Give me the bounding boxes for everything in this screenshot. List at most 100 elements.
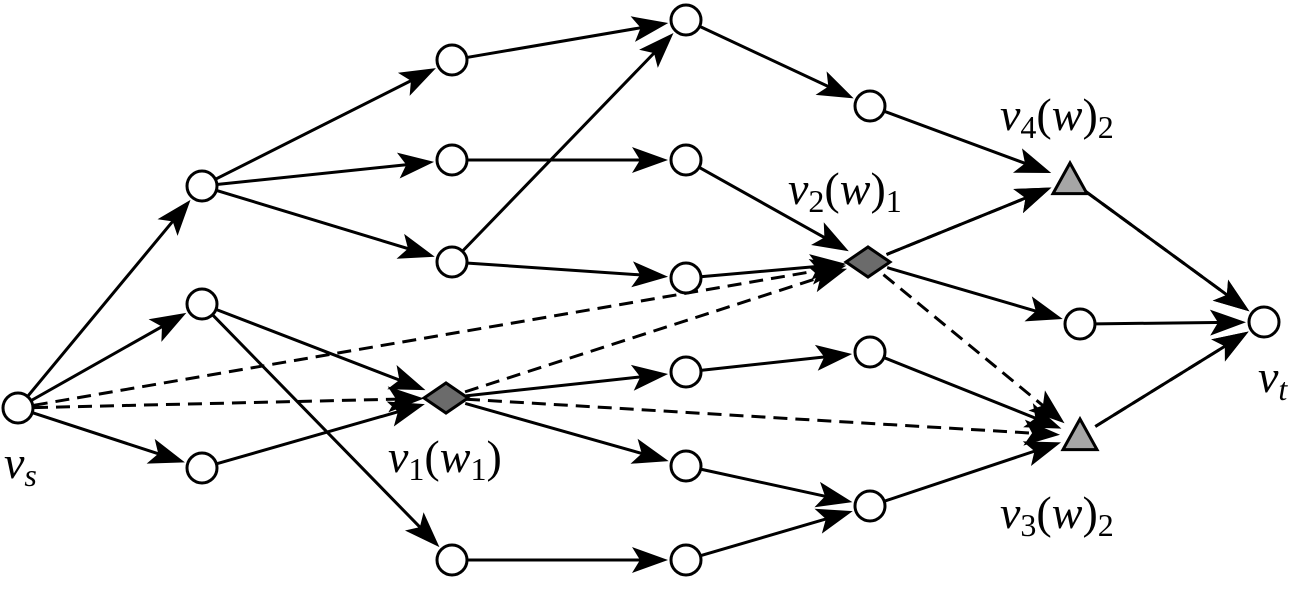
edge-b3-c1 (462, 39, 668, 252)
label-v1-w: w (440, 431, 471, 482)
label-vs: vs (4, 437, 37, 493)
edge-a3-v1 (216, 405, 416, 466)
label-vt: vt (1258, 351, 1288, 407)
label-v2-open: ( (824, 163, 839, 214)
label-v2-main: v (788, 163, 809, 214)
label-v1-sub: 1 (408, 451, 424, 487)
arrowhead-v1-v3-dashed (1023, 419, 1061, 446)
arrowhead-a2-v1 (387, 365, 426, 391)
edge-v1-c4 (465, 373, 659, 398)
node-c5-circle (669, 449, 703, 483)
edge-a1-b3 (216, 189, 426, 256)
edge-vs-a3 (32, 411, 176, 461)
arrowhead-v1-c5 (630, 438, 669, 464)
arrowhead-vs-v1-dashed (387, 386, 425, 413)
node-c4-circle (669, 355, 703, 389)
node-vt-circle (1247, 305, 1281, 339)
node-b1-circle (435, 43, 469, 77)
label-v2-sub: 2 (808, 183, 824, 219)
edge-vs-a1 (27, 206, 186, 397)
arrowhead-c2-v2 (811, 222, 849, 252)
arrowhead-v2-e1 (1024, 296, 1063, 322)
label-v3-close: ) (1082, 487, 1097, 538)
label-v4-main: v (1000, 89, 1021, 140)
arrowhead-c4-d2 (814, 344, 853, 371)
node-c3-circle (669, 261, 703, 295)
arrowhead-v2-v3-dashed (1028, 390, 1065, 424)
label-vs-sub: s (24, 457, 36, 493)
label-v1-main: v (388, 431, 409, 482)
arrowhead-a1-b3 (396, 233, 435, 259)
arrowhead-v4-vt-dashed (1212, 279, 1250, 312)
label-v2-after: 1 (886, 183, 902, 219)
edge-c1-d1 (699, 25, 846, 96)
edge-v2-v4-dashed (885, 189, 1043, 256)
node-a1-circle (185, 169, 219, 203)
edge-v2-e1 (886, 266, 1054, 318)
edge-vs-v2-dashed (33, 265, 837, 407)
edge-vs-a2 (31, 316, 179, 402)
edge-b1-c1 (467, 23, 659, 59)
arrowhead-c5-d3 (814, 481, 853, 508)
arrowhead-v1-v2-dashed (808, 267, 848, 293)
node-a3-circle (185, 451, 219, 485)
label-v1: v1(w1) (388, 431, 502, 487)
label-v4-sub: 4 (1020, 109, 1036, 145)
edge-d3-v3 (884, 444, 1053, 503)
label-vs-main: v (4, 437, 25, 488)
arrowhead-vs-a3 (146, 438, 185, 464)
edges-layer (27, 16, 1250, 573)
edge-c3-v2 (701, 263, 837, 279)
arrowhead-a2-b4 (404, 512, 440, 548)
label-v1-open: ( (424, 431, 439, 482)
edge-a2-v1 (216, 308, 417, 388)
label-v3-main: v (1000, 487, 1021, 538)
edge-v1-v3-dashed (465, 397, 1051, 436)
label-v3-after: 2 (1098, 507, 1114, 543)
label-v3-open: ( (1036, 487, 1051, 538)
label-v3-w: w (1052, 487, 1083, 538)
node-d2-circle (853, 335, 887, 369)
edge-vs-v1-dashed (33, 397, 415, 410)
edge-a1-b2 (217, 161, 425, 186)
edge-c2-v2 (699, 166, 841, 248)
arrowhead-a1-b1 (397, 68, 436, 96)
node-a2-circle (185, 287, 219, 321)
arrowhead-b3-c3 (631, 261, 669, 288)
node-c1-circle (669, 3, 703, 37)
label-v4: v4(w)2 (1000, 89, 1114, 145)
arrowhead-e1-vt (1209, 309, 1247, 336)
label-v4-w: w (1052, 89, 1083, 140)
label-v2-w: w (840, 163, 871, 214)
arrowhead-v1-c4 (630, 364, 669, 391)
edge-c4-d2 (701, 353, 843, 372)
arrowhead-b1-c1 (630, 16, 669, 42)
arrowhead-vs-a1 (157, 199, 191, 236)
node-c2-circle (669, 143, 703, 177)
arrowhead-b2-c2 (632, 147, 668, 173)
edge-v2-v3-dashed (882, 273, 1058, 419)
label-v2-close: ) (870, 163, 885, 214)
edge-a2-b4 (212, 314, 434, 542)
node-c6-circle (669, 543, 703, 577)
label-v1-close: ) (486, 431, 501, 482)
edge-d1-v4 (884, 110, 1043, 171)
edge-d2-v3 (884, 356, 1053, 427)
arrowhead-v2-v4-dashed (1013, 187, 1052, 214)
label-v2: v2(w)1 (788, 163, 902, 219)
label-v4-close: ) (1082, 89, 1097, 140)
node-d1-circle (853, 89, 887, 123)
arrowhead-c1-d1 (815, 71, 854, 99)
nodes-layer (1, 3, 1281, 577)
node-d3-circle (853, 489, 887, 523)
node-b3-circle (435, 245, 469, 279)
node-b2-circle (435, 143, 469, 177)
arrowhead-vs-a2 (148, 312, 187, 342)
edge-a1-b1 (215, 71, 428, 181)
arrowhead-d3-v3 (1022, 441, 1062, 467)
edge-e1-vt (1095, 320, 1237, 326)
node-v1-diamond (421, 381, 471, 415)
node-v4-triangle (1050, 159, 1090, 196)
arrowhead-v3-vt-dashed (1211, 331, 1249, 362)
